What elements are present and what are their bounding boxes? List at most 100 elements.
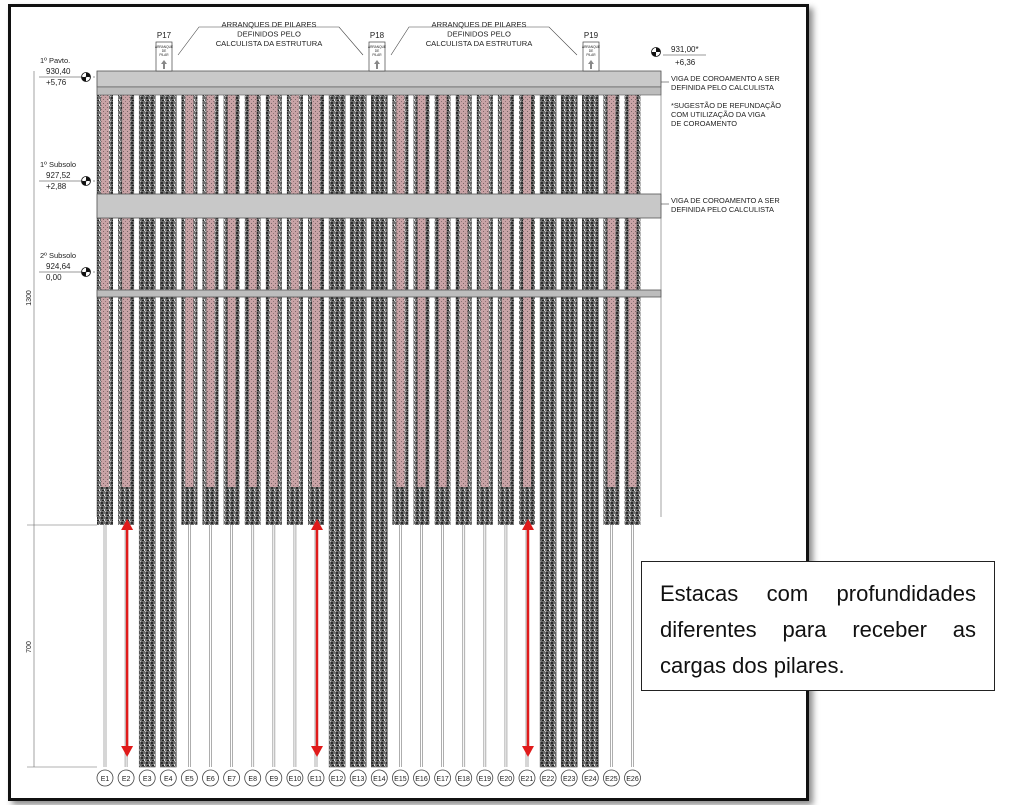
pillar-name: P18: [370, 31, 385, 40]
pillar-box-text: ARRANQUE: [155, 45, 173, 49]
pile-base-e18: [455, 487, 472, 525]
pile-label: E8: [248, 776, 257, 783]
pile-label: E17: [436, 776, 449, 783]
depth-arrow-head-bottom: [522, 746, 534, 757]
top-level-marker-fill: [651, 52, 656, 57]
level-name: 1º Pavto.: [40, 56, 70, 65]
pile-label-circle: [624, 769, 641, 787]
pile-base-e15: [392, 487, 409, 525]
pile-label: E23: [563, 776, 576, 783]
depth-arrow-head-bottom: [311, 746, 323, 757]
crown-beam-middle: [96, 193, 662, 219]
pillar-up-arrow: [374, 60, 380, 69]
pillar-starts-note: ARRANQUES DE PILARES: [432, 20, 527, 29]
beam-note-top: DEFINIDA PELO CALCULISTA: [671, 83, 774, 92]
level-relative: 0,00: [46, 273, 62, 282]
level-elevation: 927,52: [46, 171, 71, 180]
pile-base-e2: [118, 487, 135, 525]
depth-arrow-head-bottom: [121, 746, 134, 757]
pillar-box-text: PILAR: [372, 53, 382, 57]
pile-label: E20: [500, 776, 513, 783]
depth-arrow-head-top: [121, 519, 134, 530]
pile-label: E19: [479, 776, 492, 783]
pillar-starts-note: CALCULISTA DA ESTRUTURA: [426, 39, 534, 48]
pile-label: E1: [101, 776, 110, 783]
pile-base-e19: [476, 487, 493, 525]
pile-label-circle: [244, 769, 262, 787]
dimension-lower: 700: [26, 641, 33, 653]
level-name: 1º Subsolo: [40, 160, 76, 169]
pile-label-circle: [413, 769, 430, 787]
callout-note: Estacas com profundidades diferentes par…: [641, 561, 995, 691]
pile-label: E9: [270, 776, 279, 783]
depth-arrow-head-top: [522, 519, 534, 530]
pile-label: E21: [521, 776, 534, 783]
pile-label: E14: [373, 776, 386, 783]
depth-arrow-head-top: [311, 519, 323, 530]
pillar-box-text: DE: [375, 49, 379, 53]
pile-label: E22: [542, 776, 555, 783]
pillar-starts-note: DEFINIDOS PELO: [237, 30, 301, 39]
refoundation-note: DE COROAMENTO: [671, 119, 737, 128]
pile-base-e20: [497, 487, 514, 525]
pile-label-circle: [370, 769, 388, 787]
beam-note-middle: DEFINIDA PELO CALCULISTA: [671, 205, 774, 214]
refoundation-note: COM UTILIZAÇÃO DA VIGA: [671, 110, 766, 119]
pile-label-circle: [581, 769, 599, 787]
pillar-name: P19: [584, 31, 599, 40]
refoundation-note: *SUGESTÃO DE REFUNDAÇÃO: [671, 101, 781, 110]
pile-label-circle: [539, 769, 557, 787]
pile-label-circle: [560, 769, 578, 787]
crown-beam-top: [96, 70, 662, 88]
pillar-name: P17: [157, 31, 172, 40]
level-marker-fill: [81, 181, 86, 186]
pile-label-circle: [328, 769, 346, 787]
beam-note-top: VIGA DE COROAMENTO A SER: [671, 74, 780, 83]
pile-base-e10: [286, 487, 303, 525]
pile-label-circle: [349, 769, 367, 787]
pile-label-circle: [455, 769, 473, 787]
level-marker-fill: [86, 267, 91, 272]
pile-label: E7: [227, 776, 236, 783]
pile-base-e6: [202, 487, 219, 525]
pile-label-circle: [434, 769, 452, 787]
pile-label-circle: [518, 769, 536, 787]
pile-label: E10: [289, 776, 302, 783]
pile-label-circle: [223, 769, 241, 787]
pile-base-e26: [624, 487, 641, 525]
level-marker-fill: [86, 176, 91, 181]
crown-beam-top-lower: [96, 86, 662, 96]
pile-label-circle: [117, 769, 135, 787]
pile-label-circle: [138, 769, 156, 787]
pile-label: E18: [457, 776, 470, 783]
pile-base-e9: [265, 487, 282, 525]
level-elevation: 930,40: [46, 67, 71, 76]
pile-base-e5: [181, 487, 198, 525]
pile-base-e11: [308, 487, 324, 525]
top-level-marker-fill: [656, 47, 661, 52]
pile-label-circle: [96, 769, 114, 787]
pile-label-circle: [391, 769, 409, 787]
pillar-start-box: [368, 41, 386, 72]
pile-label-circle: [497, 769, 515, 787]
pile-label-circle: [476, 769, 494, 787]
pile-base-e21: [519, 487, 535, 525]
pile-label-circle: [159, 769, 177, 787]
pile-label: E6: [206, 776, 215, 783]
level-relative: +5,76: [46, 78, 67, 87]
pillar-starts-leader: [177, 26, 364, 56]
pile-label: E26: [626, 776, 639, 783]
pile-label-circle: [265, 769, 283, 787]
top-level-elevation: 931,00*: [671, 45, 699, 54]
level-name: 2º Subsolo: [40, 251, 76, 260]
pillar-up-arrow: [161, 60, 167, 69]
pillar-start-box: [155, 41, 173, 72]
pile-label: E3: [143, 776, 152, 783]
pile-label: E15: [394, 776, 407, 783]
pillar-up-arrow: [588, 60, 594, 69]
pillar-start-box: [582, 41, 600, 72]
pile-label: E5: [185, 776, 194, 783]
